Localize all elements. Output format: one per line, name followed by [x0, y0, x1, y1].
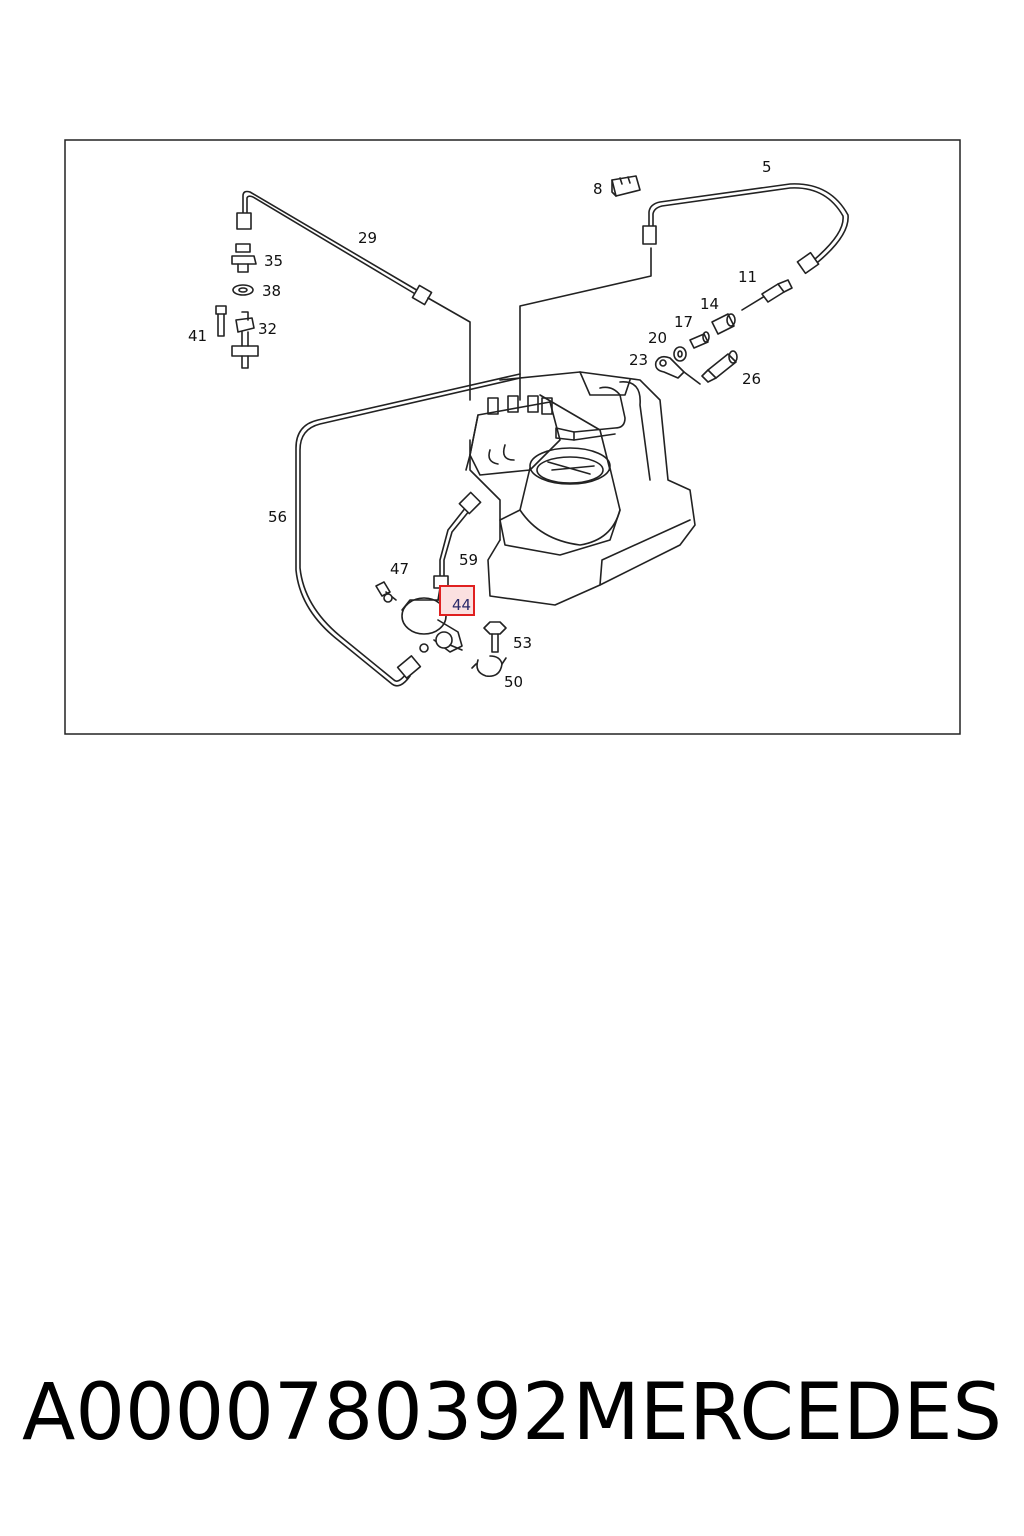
throttle-body — [499, 447, 621, 556]
callout-8[interactable]: 8 — [593, 180, 603, 198]
fuel-line-59 — [433, 491, 482, 589]
callout-20[interactable]: 20 — [648, 329, 667, 347]
callout-53[interactable]: 53 — [513, 634, 532, 652]
washer-38 — [232, 284, 254, 296]
bolt-53 — [483, 621, 507, 653]
injector-32 — [231, 311, 259, 369]
callout-29[interactable]: 29 — [358, 229, 377, 247]
callout-17[interactable]: 17 — [674, 313, 693, 331]
connector-8 — [611, 175, 641, 197]
fuel-distributor — [465, 386, 626, 476]
ring-20 — [673, 346, 687, 362]
callout-11[interactable]: 11 — [738, 268, 757, 286]
callout-38[interactable]: 38 — [262, 282, 281, 300]
brand-name: MERCEDES — [572, 1368, 1003, 1458]
valve-26 — [701, 350, 738, 383]
leader-5 — [519, 247, 652, 401]
callout-56[interactable]: 56 — [268, 508, 287, 526]
callout-5[interactable]: 5 — [762, 158, 772, 176]
callout-26[interactable]: 26 — [742, 370, 761, 388]
highlight-box-44[interactable] — [439, 585, 475, 616]
callout-41[interactable]: 41 — [188, 327, 207, 345]
fuel-line-56 — [295, 373, 521, 687]
callout-32[interactable]: 32 — [258, 320, 277, 338]
exploded-parts-diagram: 5 8 11 14 17 20 23 26 29 35 38 41 32 56 … — [0, 0, 1024, 760]
clamp-50 — [471, 655, 507, 678]
plug-14 — [711, 313, 736, 335]
sensor-11 — [741, 279, 793, 311]
bolt-41 — [215, 305, 227, 337]
diagram-border — [64, 139, 961, 735]
bracket-23 — [654, 355, 701, 385]
fuel-line-5 — [642, 183, 849, 275]
intake-manifold — [469, 371, 696, 606]
callout-59[interactable]: 59 — [459, 551, 478, 569]
callout-35[interactable]: 35 — [264, 252, 283, 270]
callout-44[interactable]: 44 — [452, 596, 471, 614]
part-number: A0000780392 — [22, 1368, 572, 1458]
fuel-line-29 — [236, 190, 433, 306]
fitting-35 — [231, 243, 257, 273]
plug-17 — [689, 331, 710, 349]
callout-23[interactable]: 23 — [629, 351, 648, 369]
leader-29 — [427, 297, 471, 401]
bolt-47 — [375, 581, 397, 603]
callout-47[interactable]: 47 — [390, 560, 409, 578]
callout-14[interactable]: 14 — [700, 295, 719, 313]
callout-50[interactable]: 50 — [504, 673, 523, 691]
footer: A0000780392 MERCEDES — [0, 1368, 1024, 1478]
